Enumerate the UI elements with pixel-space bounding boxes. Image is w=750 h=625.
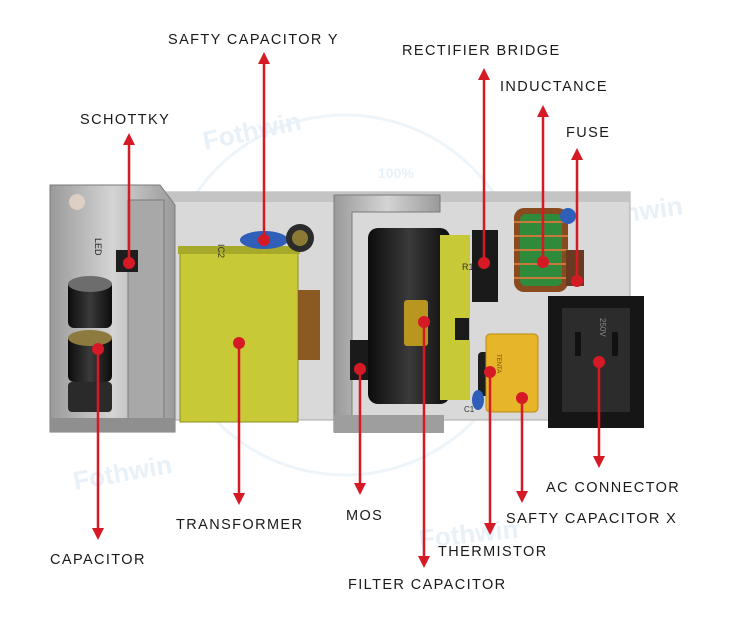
arrow-rectifier-bridge xyxy=(478,68,490,269)
label-thermistor: THERMISTOR xyxy=(438,544,548,560)
center-heatsink xyxy=(333,194,444,433)
led-marking: LED xyxy=(93,238,103,256)
arrow-capacitor xyxy=(92,343,104,540)
r1-marking: R1 xyxy=(462,262,474,272)
arrow-thermistor xyxy=(484,366,496,535)
annotation-arrows xyxy=(92,52,605,568)
label-capacitor: CAPACITOR xyxy=(50,552,146,568)
transformer xyxy=(178,246,320,423)
filter-capacitor xyxy=(368,228,470,404)
xcap-brand: TENTA xyxy=(495,354,501,373)
label-inductance: INDUCTANCE xyxy=(500,79,608,95)
arrow-transformer xyxy=(233,337,245,505)
arrow-schottky xyxy=(123,133,135,269)
label-transformer: TRANSFORMER xyxy=(176,517,304,533)
arrow-safty-capacitor-y xyxy=(258,52,270,246)
label-safty-capacitor-y: SAFTY CAPACITOR Y xyxy=(168,32,339,48)
label-ac-connector: AC CONNECTOR xyxy=(546,480,681,496)
watermark-meter: 100% xyxy=(378,165,414,181)
arrow-fuse xyxy=(571,148,583,287)
ac-marking: 250V xyxy=(598,318,607,337)
c1-marking: C1 xyxy=(464,405,475,414)
safty-capacitor-x: TENTA xyxy=(485,333,539,413)
arrow-safty-capacitor-x xyxy=(516,392,528,503)
label-mos: MOS xyxy=(346,508,384,524)
label-fuse: FUSE xyxy=(566,125,611,141)
watermark-text: Fothwin xyxy=(200,106,304,156)
arrow-ac-connector xyxy=(593,356,605,468)
arrow-filter-capacitor xyxy=(418,316,430,568)
ic2-marking: IC2 xyxy=(216,244,226,258)
output-capacitors xyxy=(68,276,112,412)
label-safty-capacitor-x: SAFTY CAPACITOR X xyxy=(506,511,678,527)
label-schottky: SCHOTTKY xyxy=(80,112,171,128)
label-rectifier-bridge: RECTIFIER BRIDGE xyxy=(402,43,561,59)
watermark-text: Fothwin xyxy=(71,449,174,496)
arrow-inductance xyxy=(537,105,549,268)
arrow-mos xyxy=(354,363,366,495)
inductance xyxy=(514,208,568,292)
label-filter-capacitor: FILTER CAPACITOR xyxy=(348,577,507,593)
